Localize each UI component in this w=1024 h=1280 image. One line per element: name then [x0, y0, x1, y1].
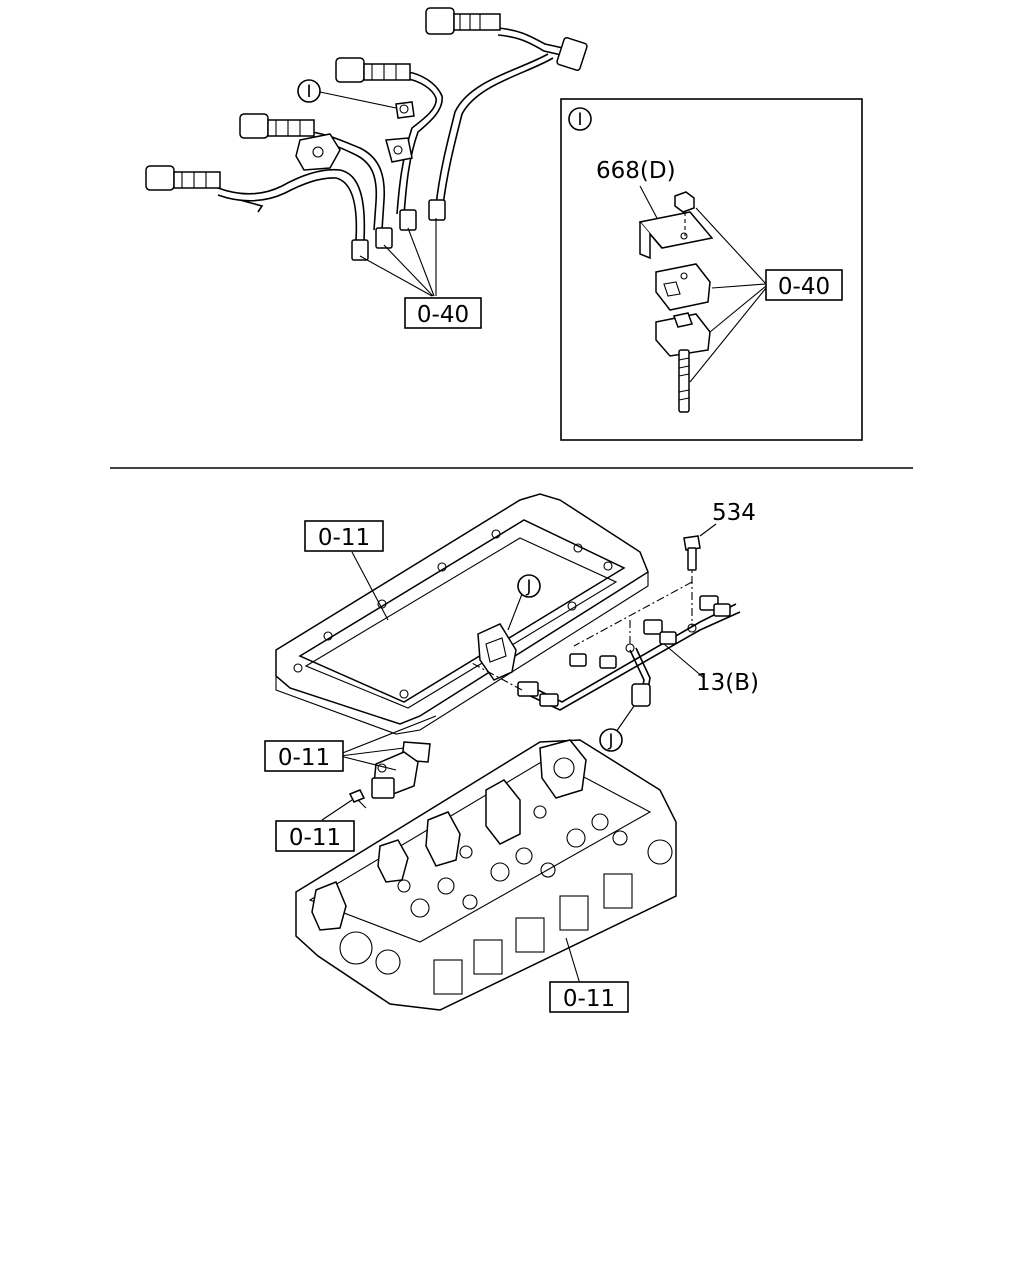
- clamp-lower: [655, 312, 711, 357]
- detail-view-box: I 668(D): [560, 98, 863, 441]
- detail-ref-text: 0-40: [778, 274, 830, 300]
- injection-pipe-4: [145, 165, 369, 261]
- clamp-upper: [655, 263, 711, 311]
- harness-bolt: 534: [683, 500, 756, 571]
- injection-pipe-2: [335, 57, 443, 231]
- detail-box-marker-text: I: [577, 110, 582, 130]
- sensor-ref-text: 0-11: [278, 745, 330, 771]
- stud-bolt: [678, 349, 690, 413]
- bracket-nut: [674, 191, 695, 236]
- connector-marker-lower-text: J: [607, 731, 613, 751]
- detail-marker-text: I: [306, 82, 311, 102]
- cylinder-head-ref-label: 0-11: [549, 981, 629, 1013]
- injector-pipes-ref-label: 0-40: [404, 297, 482, 329]
- head-cover-gasket: [275, 493, 649, 735]
- connector-marker-upper: J: [507, 574, 541, 631]
- injection-pipe-1: [425, 7, 588, 221]
- harness-part-text: 13(B): [696, 670, 759, 696]
- injection-pipe-assembly: [145, 7, 588, 297]
- detail-bracket-part-text: 668(D): [596, 158, 676, 184]
- mounting-bracket: [638, 211, 714, 260]
- injector-wiring-harness: [469, 560, 741, 711]
- cover-gasket-ref-text: 0-11: [318, 525, 370, 551]
- sensor-ref-label: 0-11: [264, 740, 344, 772]
- detail-marker-callout: I: [297, 79, 321, 103]
- sensor-and-connector: [321, 715, 437, 821]
- cylinder-head-ref-text: 0-11: [563, 986, 615, 1012]
- connector-marker-upper-text: J: [525, 577, 531, 597]
- sensor-bolt-ref-text: 0-11: [289, 825, 341, 851]
- injector-pipes-ref-text: 0-40: [417, 302, 469, 328]
- cover-gasket-ref-label: 0-11: [304, 520, 384, 552]
- connector-marker-lower: J: [599, 705, 635, 752]
- pipe-clamp-bracket: [295, 101, 415, 171]
- sensor-bolt-ref-label: 0-11: [275, 820, 355, 852]
- cylinder-head: [295, 739, 677, 1011]
- bolt-part-text: 534: [712, 500, 756, 526]
